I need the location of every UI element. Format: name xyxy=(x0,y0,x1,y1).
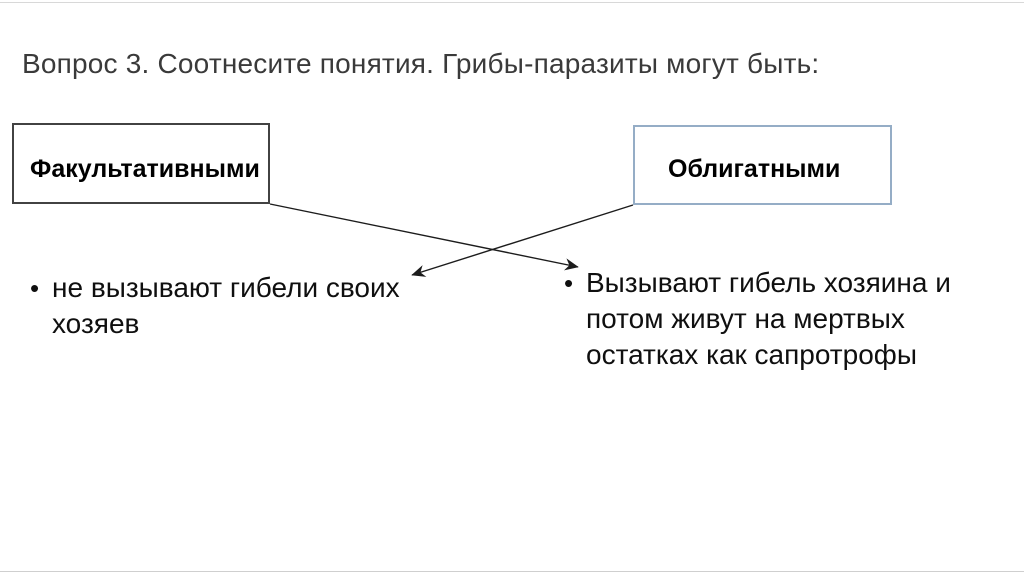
arrow-facultative-to-right-description xyxy=(269,203,579,271)
concept-box-facultative-label: Факультативными xyxy=(30,155,260,183)
description-obligate-bullet: • Вызывают гибель хозяина и потом живут … xyxy=(564,265,974,373)
concept-box-obligate: Облигатными xyxy=(633,125,892,205)
concept-box-obligate-label: Облигатными xyxy=(668,154,841,183)
description-facultative-text: не вызывают гибели своих хозяев xyxy=(52,272,400,339)
concept-box-facultative: Факультативными xyxy=(12,123,270,204)
bullet-dot-icon: • xyxy=(30,273,40,303)
slide-top-border xyxy=(0,2,1024,3)
description-facultative-bullet: • не вызывают гибели своих хозяев xyxy=(30,270,430,342)
slide-title: Вопрос 3. Соотнесите понятия. Грибы-пара… xyxy=(22,48,820,79)
slide-bottom-border xyxy=(0,571,1024,572)
description-obligate-text: Вызывают гибель хозяина и потом живут на… xyxy=(586,267,951,370)
bullet-dot-icon: • xyxy=(564,268,574,298)
